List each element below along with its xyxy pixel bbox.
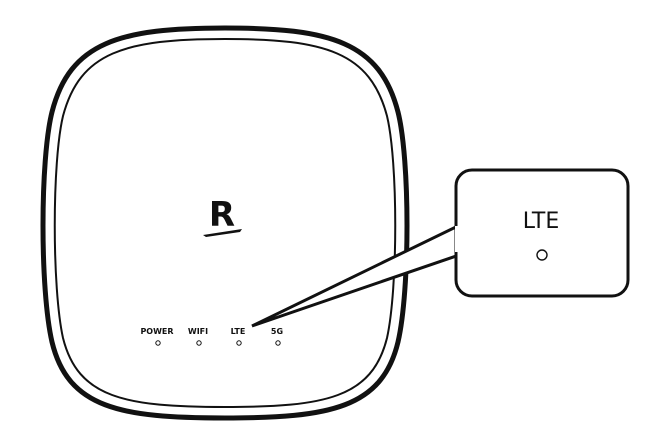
- brand-logo: R: [203, 195, 242, 237]
- indicator-label-wifi: WIFI: [188, 327, 208, 336]
- indicator-led-power: [155, 340, 161, 346]
- indicator-label-lte: LTE: [231, 327, 246, 336]
- indicator-led-wifi: [196, 340, 202, 346]
- indicator-row: POWER WIFI LTE 5G: [140, 327, 283, 346]
- indicator-led-lte: [236, 340, 242, 346]
- logo-letter: R: [209, 195, 235, 235]
- callout-join-mask: [455, 226, 460, 252]
- indicator-led-5g: [275, 340, 281, 346]
- indicator-label-5g: 5G: [271, 327, 283, 336]
- router-inner-outline: [53, 37, 397, 409]
- indicator-label-power: POWER: [140, 327, 173, 336]
- callout-led: [536, 249, 548, 261]
- callout-label: LTE: [523, 209, 560, 234]
- logo-swoosh: [203, 229, 242, 237]
